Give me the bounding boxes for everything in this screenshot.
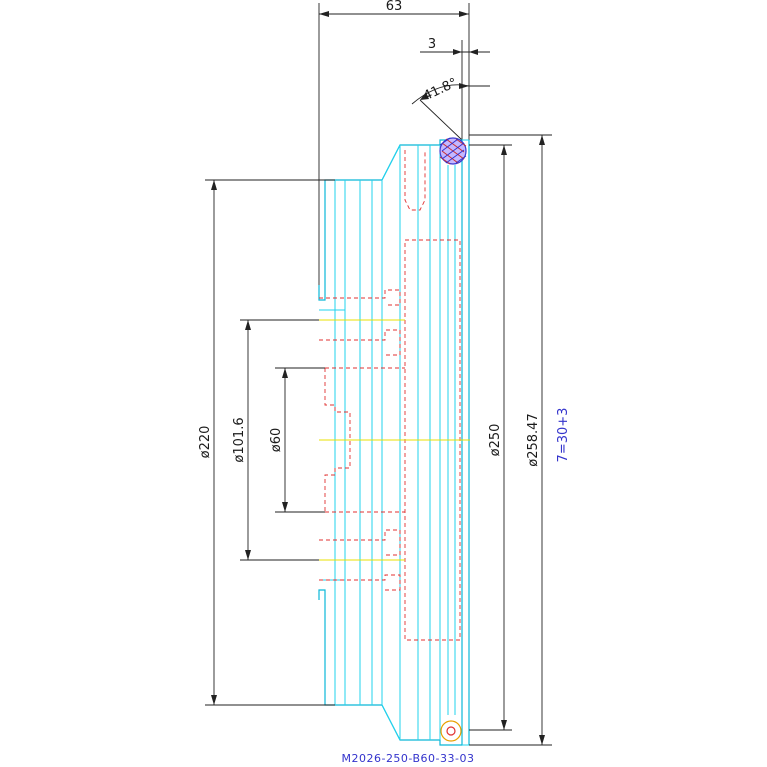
- tolerance-label: 7=30+3: [556, 408, 571, 463]
- dim-60-label: ø60: [269, 428, 284, 453]
- dim-101-6-group: ø101.6: [232, 319, 319, 561]
- dim-63-group: 63: [318, 0, 470, 285]
- dim-220-label: ø220: [198, 426, 213, 459]
- dim-101-6-label: ø101.6: [232, 417, 247, 462]
- dim-3-label: 3: [428, 37, 436, 52]
- dim-250-group: ø250: [469, 144, 512, 731]
- dim-258-47-group: ø258.47: [469, 134, 552, 746]
- o-ring-bottom: [440, 720, 462, 742]
- o-ring-top: [439, 137, 467, 165]
- dim-63-label: 63: [386, 0, 403, 14]
- dim-60-group: ø60: [269, 367, 325, 513]
- dim-250-label: ø250: [488, 424, 503, 457]
- part-number: M2026-250-B60-33-03: [341, 752, 474, 765]
- dim-220-group: ø220: [198, 179, 335, 706]
- centerlines: [319, 319, 470, 561]
- dim-angle-group: 41.8°: [411, 76, 490, 141]
- dim-angle-label: 41.8°: [421, 76, 459, 105]
- part-outline: [318, 139, 470, 746]
- dim-3-group: 3: [420, 37, 490, 140]
- hidden-features: [319, 150, 461, 641]
- dim-258-47-label: ø258.47: [526, 413, 541, 466]
